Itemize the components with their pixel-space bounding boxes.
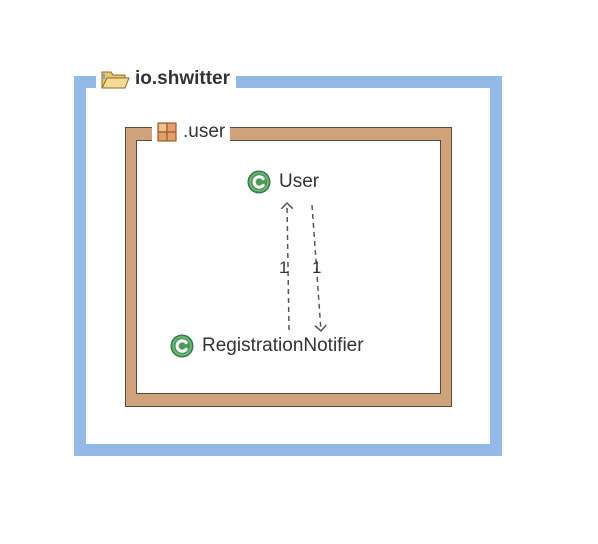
class-name: User: [279, 171, 320, 192]
class-icon: [170, 334, 194, 358]
multiplicity-label: 1: [312, 258, 322, 277]
folder-icon: [100, 67, 130, 91]
multiplicity-label: 1: [279, 258, 289, 277]
project-name: io.shwitter: [135, 68, 231, 89]
class-name: RegistrationNotifier: [202, 335, 364, 356]
package-icon: [156, 121, 178, 143]
class-icon: [247, 170, 271, 194]
project-header[interactable]: io.shwitter: [96, 64, 237, 94]
package-name: .user: [183, 121, 226, 142]
association-edge-to-user[interactable]: [287, 203, 289, 331]
package-header[interactable]: .user: [152, 118, 231, 146]
class-user[interactable]: User: [247, 170, 319, 194]
class-registration-notifier[interactable]: RegistrationNotifier: [170, 334, 364, 358]
association-edge-to-registration-notifier[interactable]: [311, 204, 321, 331]
